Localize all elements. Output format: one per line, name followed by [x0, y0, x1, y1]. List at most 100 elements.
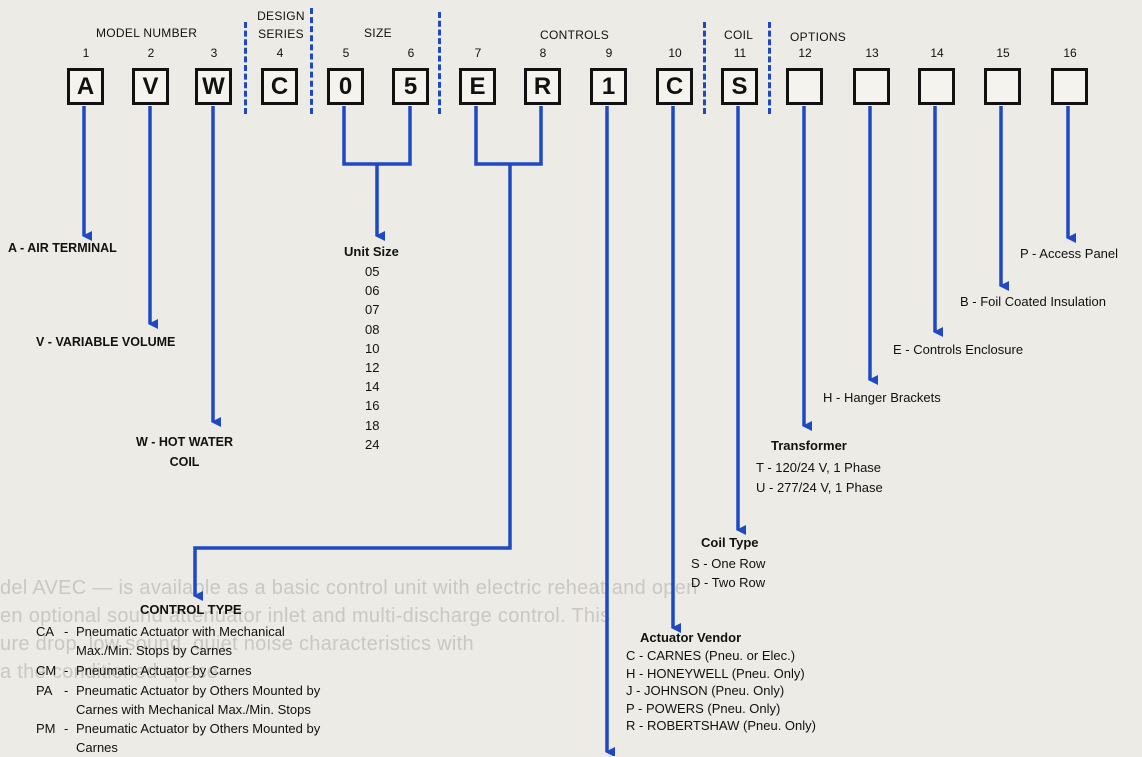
unit-size-value: 05 [365, 264, 380, 279]
position-number-6: 6 [407, 46, 415, 60]
code-box-1: A [67, 68, 104, 105]
header-coil: COIL [724, 28, 754, 42]
header-model-number: MODEL NUMBER [96, 26, 198, 40]
separator-controls-coil [703, 22, 706, 114]
header-design-line1: DESIGN [257, 9, 305, 23]
unit-size-list: 05 06 07 08 10 12 14 16 18 24 [365, 262, 379, 454]
control-type-desc: Carnes [76, 740, 118, 755]
header-design-line2: SERIES [258, 27, 304, 41]
position-number-11: 11 [733, 46, 747, 60]
header-size: SIZE [364, 26, 392, 40]
code-box-7: E [459, 68, 496, 105]
control-type-item-ca: CA-Pneumatic Actuator with Mechanical Ma… [36, 624, 285, 658]
code-box-8: R [524, 68, 561, 105]
position-number-7: 7 [474, 46, 482, 60]
position-number-16: 16 [1063, 46, 1077, 60]
separator-size-controls [438, 12, 441, 114]
header-design-series: DESIGN SERIES [256, 9, 306, 42]
unit-size-value: 06 [365, 283, 380, 299]
label-variable-volume: V - VARIABLE VOLUME [36, 335, 176, 349]
code-box-5: 0 [327, 68, 364, 105]
bracket-unit-size [342, 106, 412, 166]
unit-size-value: 16 [365, 398, 380, 414]
control-type-desc: Pneumatic Actuator by Others Mounted by [76, 721, 321, 736]
position-number-14: 14 [930, 46, 944, 60]
transformer-list: T - 120/24 V, 1 Phase U - 277/24 V, 1 Ph… [756, 458, 883, 497]
background-text-2: en optional sound attenuator inlet and m… [0, 605, 611, 627]
unit-size-value: 08 [365, 321, 380, 337]
position-number-2: 2 [147, 46, 155, 60]
unit-size-value: 07 [365, 302, 380, 318]
position-number-1: 1 [82, 46, 90, 60]
separator-coil-options [768, 22, 771, 114]
separator-model-design [244, 22, 247, 114]
position-number-10: 10 [668, 46, 682, 60]
coil-type-item: D - Two Row [691, 575, 766, 590]
code-box-6: 5 [392, 68, 429, 105]
control-type-code: CA [36, 624, 55, 639]
label-hot-water: W - HOT WATER COIL [136, 432, 233, 472]
option-foil-insulation: B - Foil Coated Insulation [960, 294, 1106, 309]
position-number-12: 12 [798, 46, 812, 60]
control-type-desc: Carnes with Mechanical Max./Min. Stops [76, 702, 311, 717]
unit-size-value: 10 [365, 340, 380, 356]
code-box-14 [918, 68, 955, 105]
control-type-title: CONTROL TYPE [140, 602, 242, 617]
position-number-8: 8 [539, 46, 547, 60]
background-text-3: ure drop, low sound, quiet noise charact… [0, 633, 474, 655]
code-box-4: C [261, 68, 298, 105]
transformer-item: U - 277/24 V, 1 Phase [756, 479, 883, 495]
arrow-control-type [193, 164, 512, 601]
position-number-15: 15 [996, 46, 1010, 60]
unit-size-value: 14 [365, 379, 380, 395]
position-number-13: 13 [865, 46, 879, 60]
control-type-item-pm: PM-Pneumatic Actuator by Others Mounted … [36, 721, 321, 755]
control-type-desc: Pneumatic Actuator by Others Mounted by [76, 683, 321, 698]
control-type-item-pa: PA-Pneumatic Actuator by Others Mounted … [36, 683, 321, 717]
background-text-4: a the conditioned space [0, 661, 219, 683]
label-hot-water-line1: W - HOT WATER [136, 435, 233, 449]
control-type-code: CM [36, 663, 57, 678]
actuator-vendor-item: H - HONEYWELL (Pneu. Only) [626, 665, 805, 681]
header-options: OPTIONS [790, 30, 847, 44]
header-controls: CONTROLS [540, 28, 610, 42]
actuator-vendor-item: P - POWERS (Pneu. Only) [626, 700, 781, 716]
code-box-15 [984, 68, 1021, 105]
transformer-title: Transformer [771, 438, 847, 453]
code-box-9: 1 [590, 68, 627, 105]
control-type-desc: Pneumatic Actuator by Carnes [76, 663, 252, 678]
coil-type-item: S - One Row [691, 556, 766, 571]
position-number-9: 9 [605, 46, 613, 60]
actuator-vendor-item: R - ROBERTSHAW (Pneu. Only) [626, 718, 816, 734]
position-number-3: 3 [210, 46, 218, 60]
position-number-5: 5 [342, 46, 350, 60]
control-type-code: PM [36, 721, 56, 736]
unit-size-title: Unit Size [344, 244, 399, 259]
code-box-3: W [195, 68, 232, 105]
control-type-item-cm: CM-Pneumatic Actuator by Carnes [36, 663, 252, 678]
unit-size-value: 18 [365, 417, 380, 433]
code-box-10: C [656, 68, 693, 105]
control-type-desc: Max./Min. Stops by Carnes [76, 643, 233, 658]
code-box-12 [786, 68, 823, 105]
unit-size-value: 12 [365, 360, 380, 376]
bracket-controls [474, 106, 543, 166]
unit-size-value: 24 [365, 436, 380, 452]
code-box-13 [853, 68, 890, 105]
separator-design-size [310, 8, 313, 114]
background-text-1: del AVEC — is available as a basic contr… [0, 577, 698, 599]
code-box-2: V [132, 68, 169, 105]
actuator-vendor-item: C - CARNES (Pneu. or Elec.) [626, 648, 796, 663]
control-type-code: PA [36, 683, 53, 698]
actuator-vendor-item: J - JOHNSON (Pneu. Only) [626, 683, 785, 699]
label-hot-water-line2: COIL [169, 455, 200, 469]
control-type-desc: Pneumatic Actuator with Mechanical [76, 624, 285, 639]
actuator-vendor-title: Actuator Vendor [640, 630, 742, 645]
option-controls-enclosure: E - Controls Enclosure [893, 342, 1024, 357]
transformer-item: T - 120/24 V, 1 Phase [756, 460, 882, 475]
coil-type-list: S - One Row D - Two Row [691, 554, 765, 592]
option-access-panel: P - Access Panel [1020, 246, 1119, 261]
code-box-11: S [721, 68, 758, 105]
coil-type-title: Coil Type [701, 535, 759, 550]
